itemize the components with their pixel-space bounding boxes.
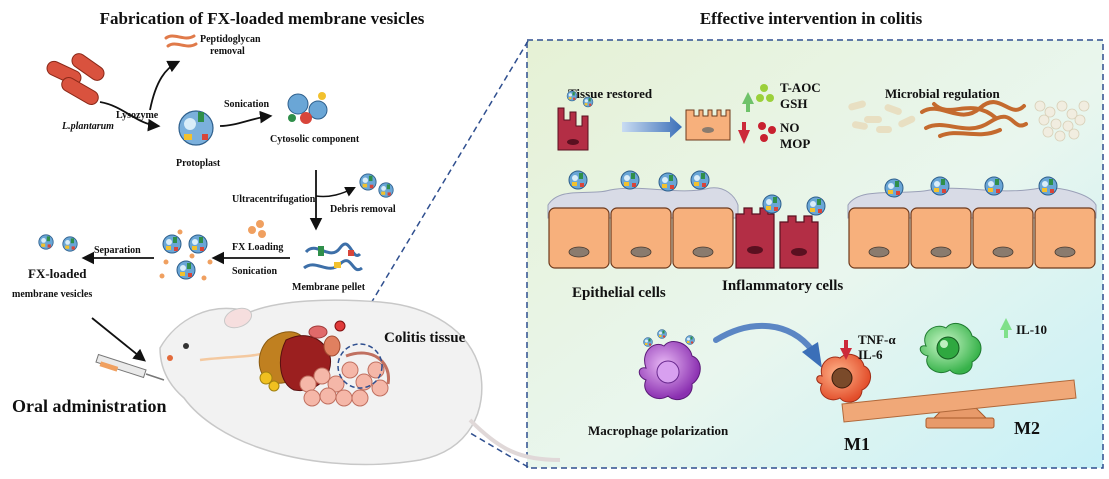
healthy-epithelial-cells-left [548,207,734,269]
right-panel-title: Effective intervention in colitis [700,9,923,28]
lysozyme-arrow [99,101,161,132]
debris-removal-label: Debris removal [330,204,396,215]
protoplast-icon [178,110,214,146]
up-marker-gsh: GSH [780,96,807,111]
m2-label: M2 [1014,418,1040,438]
cocci-bacteria-icon [1034,100,1090,142]
macrophage-icon [638,329,701,400]
cytosolic-label: Cytosolic component [270,134,360,145]
oral-administration-label: Oral administration [12,396,167,416]
fx-loading-label: FX Loading [232,242,283,253]
vesicles-label-line2: membrane vesicles [12,289,92,300]
sonication-label-1: Sonication [224,99,269,110]
separation-label: Separation [94,245,141,256]
m1-decrease-arrow-icon [840,340,852,360]
macrophage-polarization-label: Macrophage polarization [588,423,729,438]
down-marker-mop: MOP [780,136,810,151]
membrane-pellet-icon [303,242,363,272]
rod-bacteria-icon [848,100,916,133]
microbial-regulation-label: Microbial regulation [885,86,1000,101]
sonication-label-2: Sonication [232,266,277,277]
peptidoglycan-label-line2: removal [210,46,245,57]
rat-icon [159,299,561,466]
restoration-arrow [622,116,682,138]
inflammatory-cells-label: Inflammatory cells [722,278,843,294]
oxidant-dots-icon [758,122,776,142]
polarization-arrow [713,322,815,353]
debris-icon [359,173,394,198]
increase-arrow-icon [742,92,754,112]
protoplast-label: Protoplast [176,158,221,169]
peptidoglycan-label-line1: Peptidoglycan [200,34,261,45]
lactobacillus-icon [46,53,105,105]
epithelial-cells-label: Epithelial cells [572,285,666,301]
m1-marker-tnf: TNF-α [858,332,896,347]
m2-macrophage-icon [919,323,982,375]
down-marker-no: NO [780,120,800,135]
decrease-arrow-icon [738,122,750,144]
loaded-vesicles-mix-icon [159,229,213,281]
m1-label: M1 [844,434,870,454]
fx-loaded-vesicles-icon [38,234,78,252]
filamentous-bacteria-icon [920,100,1028,138]
epithelium [547,170,1097,269]
fx-drug-icon [248,220,266,238]
lysozyme-label: Lysozyme [116,110,159,121]
m1-macrophage-icon [816,353,871,403]
peptidoglycan-icon [164,34,198,48]
antioxidant-dots-icon [756,84,774,102]
inflamed-cells [735,207,819,269]
up-marker-t-aoc: T-AOC [780,80,821,95]
peptidoglycan-arrow [149,60,181,111]
m2-increase-arrow-icon [1000,318,1012,338]
m2-marker-il10: IL-10 [1016,322,1047,337]
left-panel-title: Fabrication of FX-loaded membrane vesicl… [100,9,425,28]
syringe-icon [95,353,165,381]
vesicles-label-line1: FX-loaded [28,266,87,281]
sonication-arrow-1 [219,110,273,127]
m1-marker-il6: IL-6 [858,347,883,362]
membrane-pellet-label: Membrane pellet [292,282,366,293]
administration-arrow [91,317,146,362]
seesaw-balance-icon [841,379,1077,429]
colitis-focus-circle [337,343,383,389]
restored-tissue-icon [685,109,731,141]
ultracentrifugation-label: Ultracentrifugation [232,194,316,205]
debris-arrow [315,187,356,198]
damaged-tissue-icon [557,90,594,151]
tissue-restored-label: Tissue restored [568,86,653,101]
colitis-tissue-label: Colitis tissue [384,330,466,346]
polarization-arrowhead [802,342,822,368]
bacterium-label: L.plantarum [61,121,114,132]
cytosolic-component-icon [287,92,328,124]
